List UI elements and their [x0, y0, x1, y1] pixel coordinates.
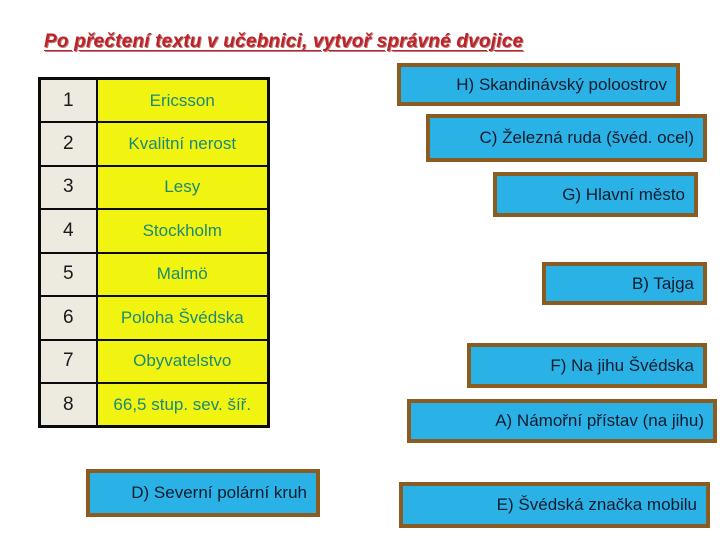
row-item[interactable]: Kvalitní nerost — [95, 121, 270, 167]
answer-label: E) Švédská značka mobilu — [496, 495, 697, 514]
row-number: 7 — [38, 338, 98, 384]
table-row: 8 66,5 stup. sev. šíř. — [38, 382, 270, 428]
table-row: 4 Stockholm — [38, 208, 270, 254]
table-row: 2 Kvalitní nerost — [38, 121, 270, 167]
row-item[interactable]: Malmö — [95, 251, 270, 297]
answer-label: C) Železná ruda (švéd. ocel) — [479, 128, 694, 147]
row-number: 3 — [38, 164, 98, 210]
row-item[interactable]: Poloha Švédska — [95, 295, 270, 341]
row-number: 4 — [38, 208, 98, 254]
table-row: 6 Poloha Švédska — [38, 295, 270, 341]
answer-label: D) Severní polární kruh — [131, 483, 307, 502]
row-item[interactable]: 66,5 stup. sev. šíř. — [95, 382, 270, 428]
row-item[interactable]: Lesy — [95, 164, 270, 210]
row-number: 1 — [38, 77, 98, 123]
answer-box-g[interactable]: G) Hlavní město — [493, 172, 698, 217]
answer-box-a[interactable]: A) Námořní přístav (na jihu) — [407, 399, 717, 443]
row-number: 2 — [38, 121, 98, 167]
match-table: 1 Ericsson 2 Kvalitní nerost 3 Lesy 4 St… — [38, 77, 270, 428]
answer-box-e[interactable]: E) Švédská značka mobilu — [399, 482, 710, 528]
answer-label: G) Hlavní město — [562, 184, 685, 204]
answer-box-f[interactable]: F) Na jihu Švédska — [467, 343, 707, 388]
row-item[interactable]: Ericsson — [95, 77, 270, 123]
table-row: 5 Malmö — [38, 251, 270, 297]
table-row: 3 Lesy — [38, 164, 270, 210]
table-row: 1 Ericsson — [38, 77, 270, 123]
answer-label: B) Tajga — [631, 273, 694, 293]
row-number: 5 — [38, 251, 98, 297]
answer-box-h[interactable]: H) Skandinávský poloostrov — [397, 63, 680, 106]
answer-box-c[interactable]: C) Železná ruda (švéd. ocel) — [426, 114, 707, 162]
table-row: 7 Obyvatelstvo — [38, 338, 270, 384]
answer-box-b[interactable]: B) Tajga — [542, 262, 707, 305]
row-item[interactable]: Obyvatelstvo — [95, 338, 270, 384]
page-title: Po přečtení textu v učebnici, vytvoř spr… — [44, 31, 524, 52]
answer-label: H) Skandinávský poloostrov — [456, 74, 667, 94]
answer-box-d[interactable]: D) Severní polární kruh — [86, 469, 320, 517]
answer-label: F) Na jihu Švédska — [550, 355, 694, 375]
row-number: 6 — [38, 295, 98, 341]
answer-label: A) Námořní přístav (na jihu) — [495, 411, 704, 430]
row-number: 8 — [38, 382, 98, 428]
row-item[interactable]: Stockholm — [95, 208, 270, 254]
